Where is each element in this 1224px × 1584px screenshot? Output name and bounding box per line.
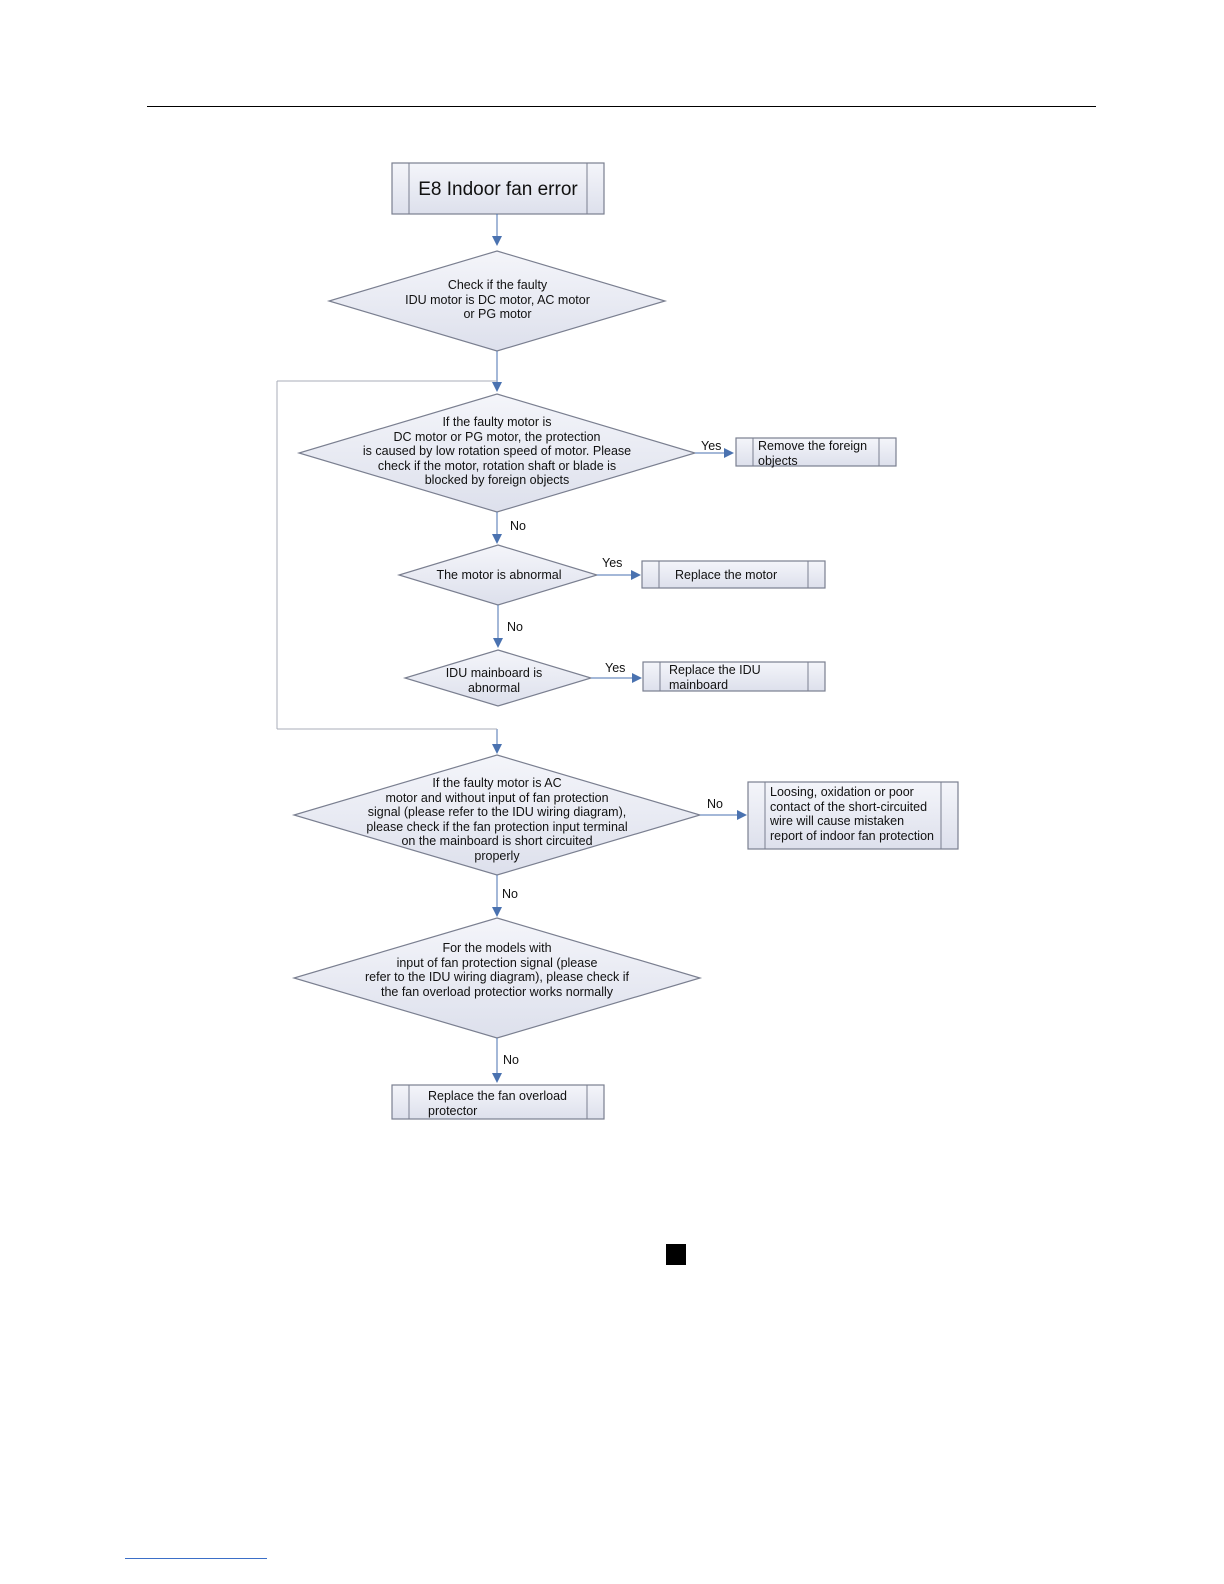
footer-link-underline — [125, 1558, 267, 1559]
edge-label-no-mainboard: No — [507, 620, 523, 634]
node-mainboard-abnormal-text: IDU mainboard is abnormal — [445, 666, 543, 695]
node-replace-mainboard-rect — [642, 661, 826, 692]
node-title-text: E8 Indoor fan error — [418, 179, 578, 200]
edge-loop-to-ac-head — [492, 744, 502, 754]
edge-motor-no-head — [493, 638, 503, 648]
edge-motor-yes-head — [631, 570, 641, 580]
edge-mainboard-yes-head — [632, 673, 642, 683]
node-loosing-note-rect — [747, 781, 959, 850]
node-title-rect — [391, 162, 605, 215]
node-loosing-note — [747, 781, 959, 850]
node-replace-mainboard — [642, 661, 826, 692]
node-remove-foreign-text: Remove the foreign objects — [758, 439, 868, 468]
node-replace-overload-rect — [391, 1084, 605, 1120]
node-remove-foreign — [735, 437, 897, 467]
edge-label-no-overload-check: No — [502, 887, 518, 901]
node-replace-mainboard-text: Replace the IDU mainboard — [669, 663, 761, 692]
edge-label-no-loosing: No — [707, 797, 723, 811]
node-ac-short-check-text: If the faulty motor is AC motor and with… — [366, 776, 628, 863]
header-rule — [147, 106, 1096, 107]
edge-label-yes-remove: Yes — [701, 439, 722, 453]
node-replace-motor-rect — [641, 560, 826, 589]
node-dc-pg-blocked-text: If the faulty motor is DC motor or PG mo… — [362, 415, 632, 488]
black-square-mark — [666, 1244, 686, 1265]
node-replace-motor — [641, 560, 826, 589]
node-replace-overload-text: Replace the fan overload protector — [428, 1089, 567, 1118]
node-replace-overload — [391, 1084, 605, 1120]
edge-label-yes-replace-motor: Yes — [602, 556, 623, 570]
edge-check-to-dc-head — [492, 382, 502, 392]
edge-label-no-motor: No — [510, 519, 526, 533]
edge-overload-no-head — [492, 1073, 502, 1083]
node-motor-abnormal-text: The motor is abnormal — [436, 568, 562, 582]
node-replace-motor-text: Replace the motor — [675, 568, 778, 582]
edge-ac-no-right-head — [737, 810, 747, 820]
edge-label-yes-replace-mainboard: Yes — [605, 661, 626, 675]
node-remove-foreign-rect — [735, 437, 897, 467]
node-mainboard-abnormal — [402, 649, 594, 707]
node-title — [391, 162, 605, 215]
node-check-motor-type-text: Check if the faulty IDU motor is DC moto… — [405, 278, 590, 322]
edge-dc-no-head — [492, 534, 502, 544]
node-loosing-note-text: Loosing, oxidation or poor contact of th… — [770, 785, 934, 843]
node-overload-check-text: For the models with input of fan protect… — [365, 941, 629, 999]
edge-ac-no-down-head — [492, 907, 502, 917]
edge-dc-yes-head — [724, 448, 734, 458]
edge-title-to-check-head — [492, 236, 502, 246]
edge-label-no-replace-overload: No — [503, 1053, 519, 1067]
